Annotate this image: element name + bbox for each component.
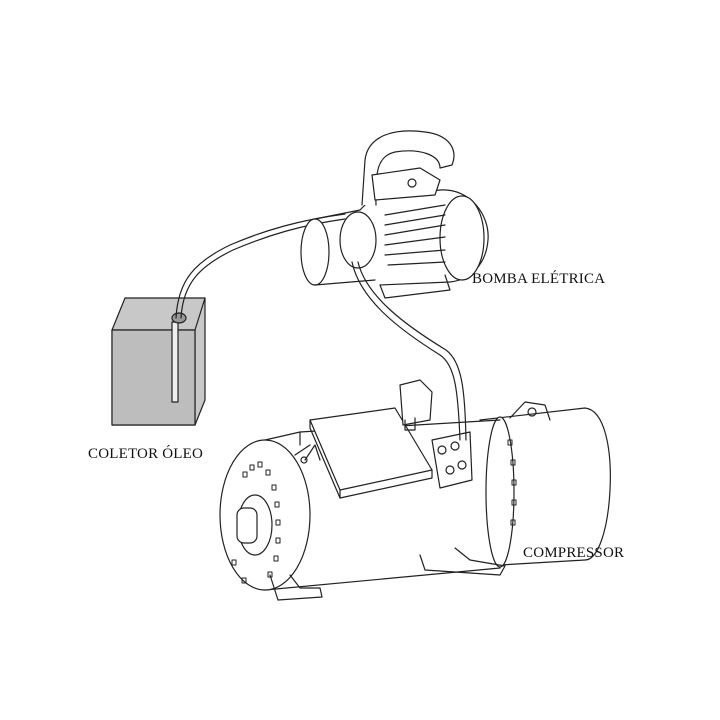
oil-collector [111,297,206,426]
oil-tube-discharge [351,261,467,441]
label-compressor: COMPRESSOR [523,545,625,561]
electric-pump [300,130,489,299]
compressor [219,379,611,601]
label-electric-pump: BOMBA ELÉTRICA [472,271,606,287]
label-oil-collector: COLETOR ÓLEO [88,446,204,462]
